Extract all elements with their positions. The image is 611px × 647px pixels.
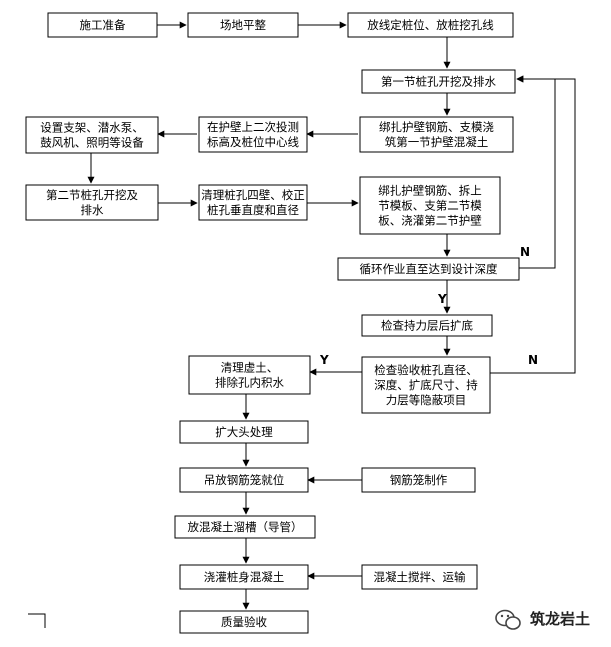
- label-accept-yes: Y: [319, 353, 329, 367]
- node-text-line: 循环作业直至达到设计深度: [360, 262, 498, 276]
- svg-text:在护壁上二次投测标高及桩位中心线: 在护壁上二次投测标高及桩位中心线: [207, 120, 299, 149]
- svg-text:扩大头处理: 扩大头处理: [215, 425, 273, 439]
- svg-text:清理虚土、排除孔内积水: 清理虚土、排除孔内积水: [215, 361, 284, 390]
- svg-text:质量验收: 质量验收: [221, 615, 267, 629]
- node-text-line: 放线定桩位、放桩挖孔线: [367, 18, 494, 32]
- step-place-concrete-chute: 放混凝土溜槽（导管）: [174, 515, 316, 539]
- svg-text:场地平整: 场地平整: [220, 18, 266, 32]
- node-text-line: 检查持力层后扩底: [381, 319, 473, 333]
- svg-text:第二节桩孔开挖及排水: 第二节桩孔开挖及排水: [46, 188, 138, 217]
- watermark: 筑龙岩土: [495, 609, 590, 630]
- svg-text:检查验收桩孔直径、深度、扩底尺寸、持力层等隐蔽项目: 检查验收桩孔直径、深度、扩底尺寸、持力层等隐蔽项目: [374, 363, 478, 407]
- node-text-line: 排除孔内积水: [215, 376, 284, 390]
- svg-text:绑扎护壁钢筋、拆上节模板、支第二节模板、浇灌第二节护壁: 绑扎护壁钢筋、拆上节模板、支第二节模板、浇灌第二节护壁: [378, 184, 482, 228]
- node-text-line: 力层等隐蔽项目: [386, 393, 467, 407]
- node-text-line: 放混凝土溜槽（导管）: [188, 520, 303, 534]
- svg-text:放混凝土溜槽（导管）: 放混凝土溜槽（导管）: [188, 520, 303, 534]
- step-second-retaining-wall: 绑扎护壁钢筋、拆上节模板、支第二节模板、浇灌第二节护壁: [359, 176, 501, 235]
- node-text-line: 设置支架、潜水泵、: [40, 121, 144, 135]
- step-clean-and-correct: 清理桩孔四壁、校正桩孔垂直度和直径: [198, 184, 308, 221]
- svg-text:混凝土搅拌、运输: 混凝土搅拌、运输: [374, 570, 466, 584]
- node-text-line: 吊放钢筋笼就位: [204, 473, 285, 487]
- node-text-line: 板、浇灌第二节护壁: [378, 214, 482, 228]
- svg-text:循环作业直至达到设计深度: 循环作业直至达到设计深度: [360, 262, 498, 276]
- node-text-line: 鼓风机、照明等设备: [40, 136, 144, 150]
- node-text-line: 检查验收桩孔直径、: [374, 363, 478, 377]
- svg-text:吊放钢筋笼就位: 吊放钢筋笼就位: [204, 473, 285, 487]
- step-place-rebar-cage: 吊放钢筋笼就位: [179, 467, 309, 493]
- connectors: [87, 21, 576, 610]
- step-second-survey: 在护壁上二次投测标高及桩位中心线: [198, 116, 308, 153]
- svg-text:设置支架、潜水泵、鼓风机、照明等设备: 设置支架、潜水泵、鼓风机、照明等设备: [40, 121, 144, 150]
- svg-text:放线定桩位、放桩挖孔线: 放线定桩位、放桩挖孔线: [367, 18, 494, 32]
- step-acceptance-inspection: 检查验收桩孔直径、深度、扩底尺寸、持力层等隐蔽项目: [361, 356, 491, 414]
- step-first-retaining-wall: 绑扎护壁钢筋、支模浇筑第一节护壁混凝土: [359, 116, 514, 153]
- wechat-icon: [495, 609, 521, 630]
- node-text-line: 钢筋笼制作: [390, 473, 448, 487]
- svg-text:钢筋笼制作: 钢筋笼制作: [390, 473, 448, 487]
- svg-text:清理桩孔四壁、校正桩孔垂直度和直径: 清理桩孔四壁、校正桩孔垂直度和直径: [201, 188, 305, 217]
- step-make-rebar-cage: 钢筋笼制作: [361, 467, 476, 493]
- node-text-line: 质量验收: [221, 615, 267, 629]
- step-construction-prep: 施工准备: [47, 12, 158, 38]
- label-accept-no: N: [528, 353, 538, 367]
- corner-mark: [28, 613, 46, 628]
- step-repeat-to-depth: 循环作业直至达到设计深度: [337, 257, 520, 281]
- node-text-line: 在护壁上二次投测: [207, 120, 299, 134]
- node-text-line: 浇灌桩身混凝土: [204, 570, 285, 584]
- svg-text:浇灌桩身混凝土: 浇灌桩身混凝土: [204, 570, 285, 584]
- edge-n11-n4-loop: [516, 75, 556, 269]
- step-first-section-excavation: 第一节桩孔开挖及排水: [361, 69, 516, 94]
- step-check-bearing-layer: 检查持力层后扩底: [361, 314, 493, 337]
- label-to-check-yes: Y: [437, 292, 447, 306]
- node-text-line: 桩孔垂直度和直径: [207, 203, 299, 217]
- watermark-text: 筑龙岩土: [529, 610, 590, 628]
- node-text-line: 排水: [81, 203, 104, 217]
- node-text-line: 筑第一节护壁混凝土: [385, 135, 489, 149]
- step-set-out-pile-positions: 放线定桩位、放桩挖孔线: [347, 12, 514, 38]
- step-enlarged-base: 扩大头处理: [179, 420, 309, 444]
- node-text-line: 清理桩孔四壁、校正: [201, 188, 305, 202]
- step-mix-transport-concrete: 混凝土搅拌、运输: [361, 564, 478, 590]
- node-text-line: 绑扎护壁钢筋、支模浇: [379, 120, 494, 134]
- node-text-line: 场地平整: [220, 18, 266, 32]
- node-text-line: 第一节桩孔开挖及排水: [381, 75, 496, 89]
- edge-n13-n4-loop: [490, 75, 576, 374]
- label-loop-no: N: [520, 245, 530, 259]
- node-text-line: 清理虚土、: [221, 361, 279, 375]
- svg-text:检查持力层后扩底: 检查持力层后扩底: [381, 319, 473, 333]
- step-site-leveling: 场地平整: [187, 12, 299, 38]
- node-text-line: 深度、扩底尺寸、持: [374, 378, 478, 392]
- node-text-line: 扩大头处理: [215, 425, 273, 439]
- node-text-line: 绑扎护壁钢筋、拆上: [378, 184, 482, 198]
- step-remove-soil-water: 清理虚土、排除孔内积水: [188, 355, 311, 395]
- svg-text:施工准备: 施工准备: [80, 18, 126, 32]
- svg-text:第一节桩孔开挖及排水: 第一节桩孔开挖及排水: [381, 75, 496, 89]
- step-second-section-excavation: 第二节桩孔开挖及排水: [25, 184, 159, 221]
- step-install-equipment: 设置支架、潜水泵、鼓风机、照明等设备: [25, 116, 159, 154]
- step-quality-acceptance: 质量验收: [179, 610, 309, 634]
- node-text-line: 节模板、支第二节模: [378, 199, 482, 213]
- node-text-line: 混凝土搅拌、运输: [374, 570, 466, 584]
- svg-text:绑扎护壁钢筋、支模浇筑第一节护壁混凝土: 绑扎护壁钢筋、支模浇筑第一节护壁混凝土: [379, 120, 494, 149]
- node-text-line: 第二节桩孔开挖及: [46, 188, 138, 202]
- node-text-line: 标高及桩位中心线: [207, 135, 299, 149]
- step-pour-pile-concrete: 浇灌桩身混凝土: [179, 564, 309, 590]
- node-text-line: 施工准备: [80, 18, 126, 32]
